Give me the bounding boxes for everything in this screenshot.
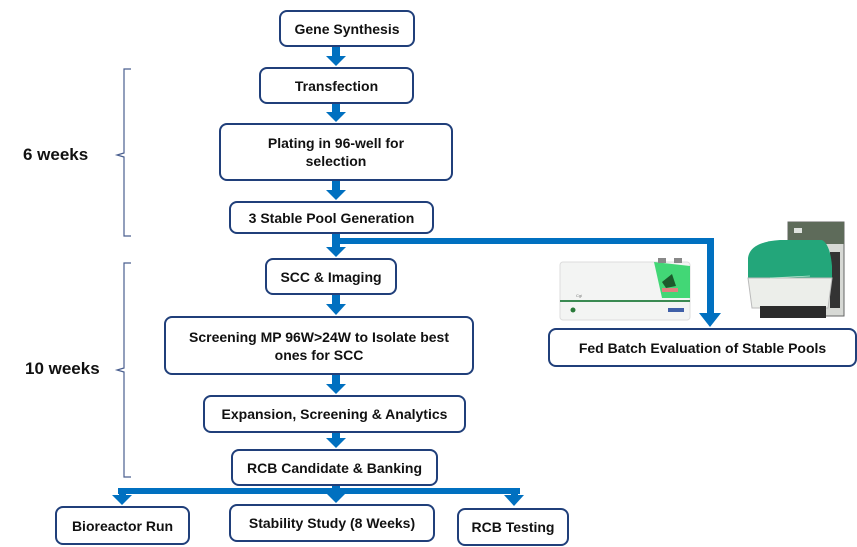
- step-stability-study: Stability Study (8 Weeks): [229, 504, 435, 542]
- arrow-transfection-to-plating: [326, 103, 346, 122]
- step-rcb-testing: RCB Testing: [457, 508, 569, 546]
- step-scc-imaging: SCC & Imaging: [265, 258, 397, 295]
- step-expansion: Expansion, Screening & Analytics: [203, 395, 466, 433]
- svg-text:Cgi: Cgi: [576, 293, 582, 298]
- bioreactor-device: [747, 221, 845, 318]
- arrow-stable-pool-to-scc: [326, 234, 346, 257]
- phase-label-10-weeks: 10 weeks: [25, 359, 100, 378]
- arrow-screening-to-expansion: [326, 375, 346, 394]
- step-gene-synthesis: Gene Synthesis: [279, 10, 415, 47]
- step-stable-pool-generation: 3 Stable Pool Generation: [229, 201, 434, 234]
- phase-label-6-weeks: 6 weeks: [23, 145, 89, 164]
- brace-10-weeks: [114, 262, 131, 478]
- arrow-scc-to-screening: [326, 294, 346, 315]
- arrow-plating-to-stable-pool: [326, 180, 346, 200]
- arrow-expansion-to-rcb: [326, 432, 346, 448]
- step-rcb-candidate: RCB Candidate & Banking: [231, 449, 438, 486]
- arrow-rcb-to-outputs: [112, 485, 524, 506]
- step-bioreactor-run: Bioreactor Run: [55, 506, 190, 545]
- cell-imager-device: Cgi: [559, 258, 691, 321]
- arrow-stable-pool-to-fed-batch: [336, 238, 721, 327]
- step-transfection: Transfection: [259, 67, 414, 104]
- step-fed-batch-evaluation: Fed Batch Evaluation of Stable Pools: [548, 328, 857, 367]
- brace-6-weeks: [114, 68, 131, 237]
- arrow-gene-to-transfection: [326, 47, 346, 66]
- step-plating: Plating in 96-well for selection: [219, 123, 453, 181]
- step-screening: Screening MP 96W>24W to Isolate best one…: [164, 316, 474, 375]
